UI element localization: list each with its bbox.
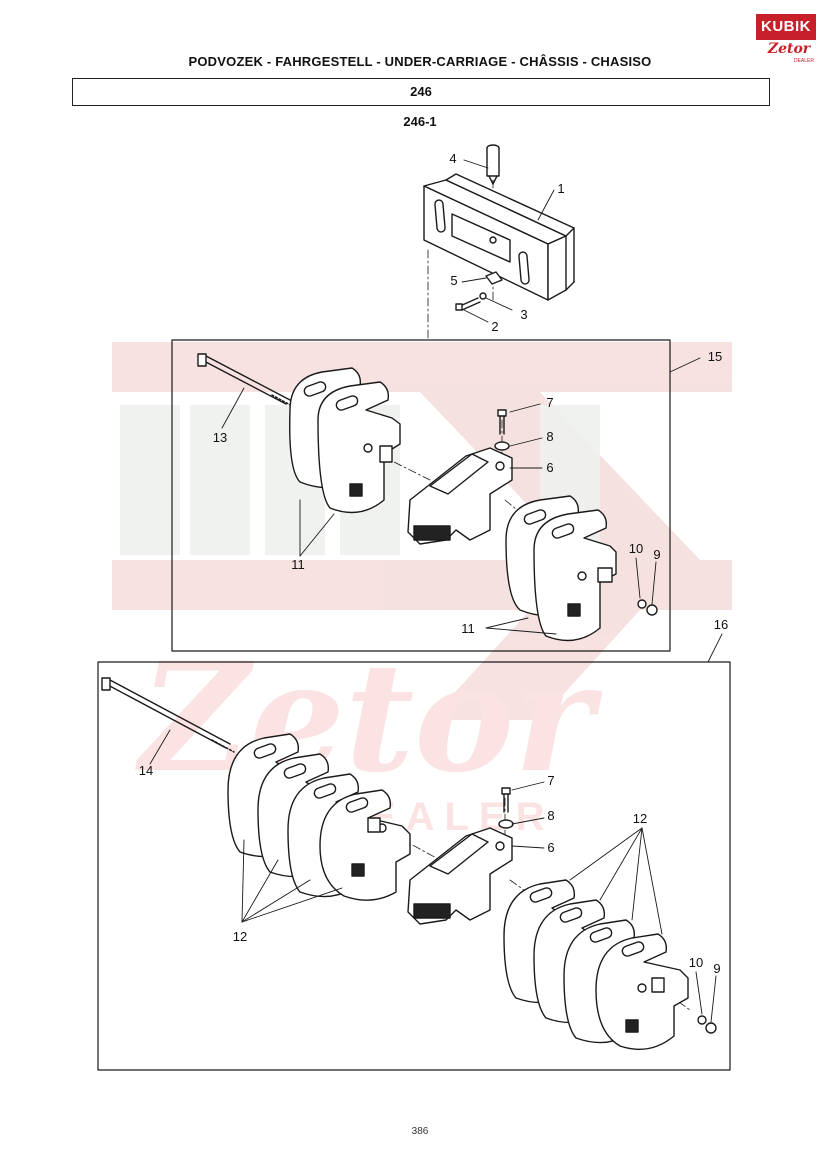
callout-4: 4 <box>449 151 457 166</box>
page-title: PODVOZEK - FAHRGESTELL - UNDER-CARRIAGE … <box>188 54 652 69</box>
callout-10-lower: 10 <box>688 955 704 970</box>
part-6-bracket-upper <box>407 447 513 545</box>
callout-12-left: 12 <box>232 929 248 944</box>
callout-10-upper: 10 <box>628 541 644 556</box>
callout-6-upper: 6 <box>546 460 554 475</box>
part-11-weights-right <box>505 495 658 642</box>
callout-8-lower: 8 <box>547 808 555 823</box>
assembly-15-frame <box>171 339 671 652</box>
callout-11-right: 11 <box>461 621 475 636</box>
page-number: 386 <box>411 1126 429 1134</box>
callout-6-lower: 6 <box>547 840 555 855</box>
callout-15: 15 <box>707 349 723 364</box>
part-1-weight-carrier <box>423 173 575 301</box>
callout-7-upper: 7 <box>546 395 554 410</box>
part-11-weights-left <box>289 367 401 514</box>
callout-16: 16 <box>713 617 729 632</box>
callout-9-upper: 9 <box>653 547 661 562</box>
callout-14: 14 <box>138 763 154 778</box>
callout-7-lower: 7 <box>547 773 555 788</box>
callout-8-upper: 8 <box>546 429 554 444</box>
svg-text:Zetor: Zetor <box>135 630 603 806</box>
callout-1: 1 <box>557 181 565 196</box>
callout-3: 3 <box>520 307 528 322</box>
callout-2: 2 <box>491 319 499 334</box>
part-4-pin <box>486 144 500 185</box>
callout-5: 5 <box>450 273 458 288</box>
part-6-bracket-lower <box>407 827 513 925</box>
group-number-box: 246 <box>72 78 770 106</box>
callout-9-lower: 9 <box>713 961 721 976</box>
assembly-16-frame <box>97 661 731 1071</box>
part-12-weights-right <box>503 879 717 1050</box>
callout-12-right: 12 <box>632 811 648 826</box>
part-12-weights-left <box>227 733 411 901</box>
parts-2-3-5-fasteners <box>455 271 503 311</box>
logo-tag: DEALER <box>793 58 814 64</box>
part-14-rod <box>101 677 235 753</box>
parts-7-8-lower <box>498 787 514 829</box>
callout-11-left: 11 <box>291 557 305 572</box>
logo-brand: KUBIK <box>756 14 816 40</box>
subgroup-number: 246-1 <box>403 114 437 129</box>
parts-7-8-upper <box>494 409 510 451</box>
logo-sub: Zetor <box>767 41 811 57</box>
part-13-rod <box>197 353 295 408</box>
kubik-zetor-logo: KUBIK Zetor DEALER <box>756 14 816 64</box>
callout-13: 13 <box>212 430 228 445</box>
